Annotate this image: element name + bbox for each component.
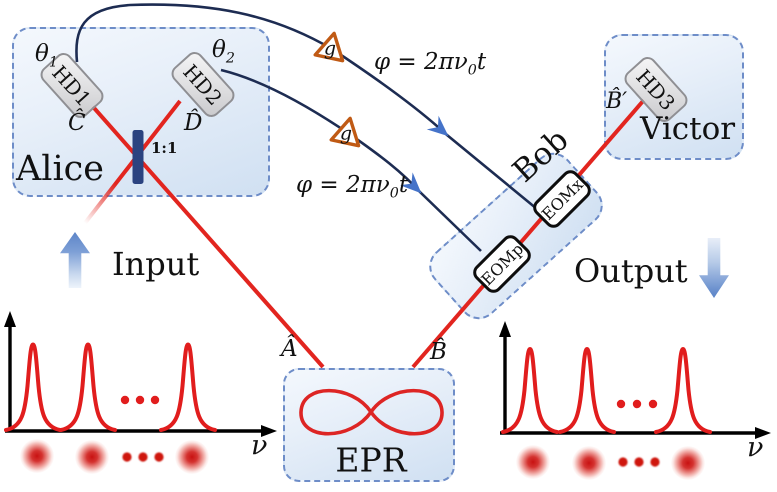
comb-dot <box>516 445 550 479</box>
victor-title: Victor <box>640 111 736 147</box>
beamsplitter-bar <box>132 130 144 184</box>
mode-b-label: B̂ <box>430 339 447 365</box>
left-ellipsis-dots <box>120 395 160 405</box>
mode-d-label: D̂ <box>184 110 203 136</box>
input-label: Input <box>112 245 200 283</box>
phase2-label: φ = 2πν0t <box>296 172 409 202</box>
comb-dot <box>572 446 606 480</box>
output-label: Output <box>574 252 688 290</box>
right-nu-axis-label: ν <box>747 432 764 463</box>
wire2-arrowhead-icon <box>400 172 422 194</box>
beam-epr-b-to-victor <box>411 91 652 369</box>
gain2-label: g <box>339 122 353 145</box>
mode-c-label: Ĉ <box>68 110 86 136</box>
wire1-arrowhead-icon <box>426 115 449 137</box>
alice-title: Alice <box>16 149 104 189</box>
beamsplitter-ratio-label: 1:1 <box>151 139 178 157</box>
right-peaks <box>501 346 712 434</box>
left-comb-small-dots <box>122 452 164 462</box>
epr-infinity-icon <box>299 388 444 436</box>
classical-wire-hd2-to-eomp <box>220 68 482 252</box>
right-ellipsis-dots <box>616 399 658 409</box>
classical-wire-hd1-to-eomx <box>75 3 538 211</box>
theta2-label: θ2 <box>212 37 235 67</box>
comb-dot <box>75 440 109 474</box>
comb-dot <box>671 446 705 480</box>
amplifier1-icon <box>313 31 345 63</box>
comb-dot <box>20 439 54 473</box>
left-peaks <box>4 342 217 432</box>
epr-title: EPR <box>335 440 407 480</box>
mode-b-out-label: B̂′ <box>606 89 628 114</box>
comb-dot <box>175 440 209 474</box>
right-spectrum <box>499 321 771 467</box>
left-spectrum <box>4 311 277 462</box>
amplifier2-icon <box>329 116 361 148</box>
epr-box <box>283 368 455 482</box>
theta1-label: θ1 <box>35 41 58 71</box>
right-comb-small-dots <box>618 457 660 467</box>
mode-a-label: Â <box>281 336 298 362</box>
beam-epr-a-to-alice <box>85 98 325 369</box>
left-nu-axis-label: ν <box>251 430 268 461</box>
gain1-label: g <box>323 37 337 60</box>
phase1-label: φ = 2πν0t <box>374 49 487 79</box>
